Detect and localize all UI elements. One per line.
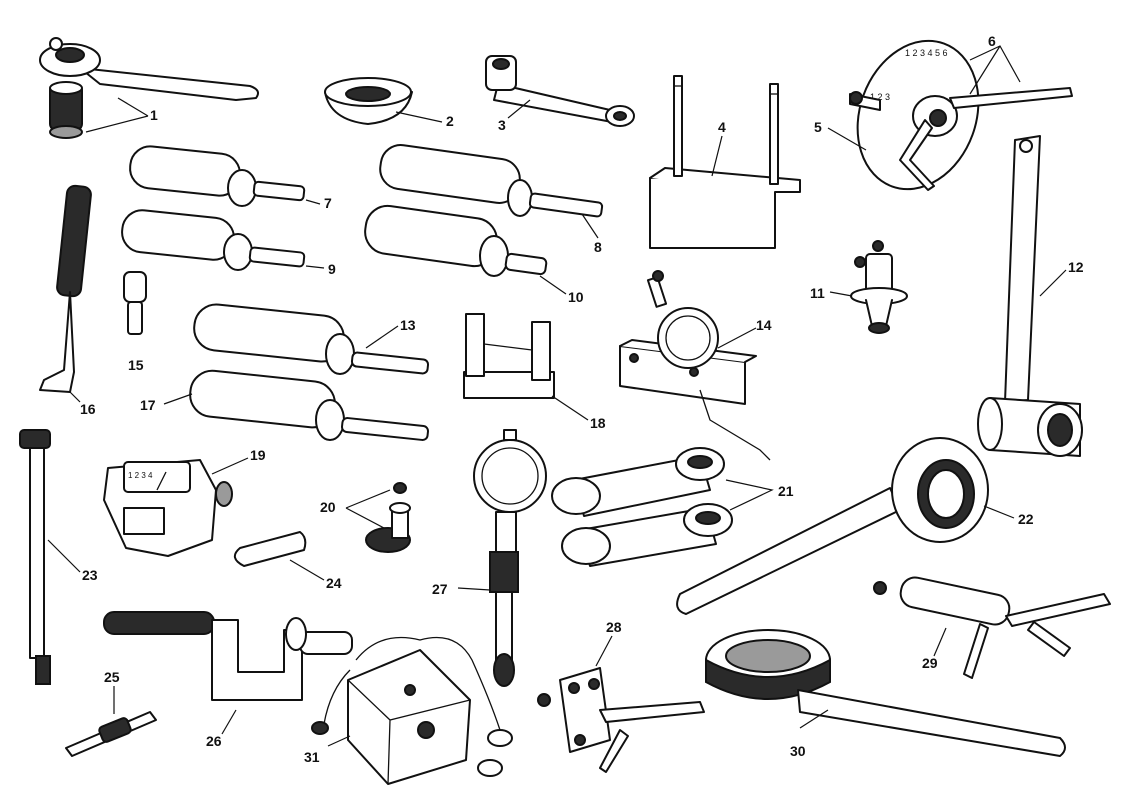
tool-20-adjuster bbox=[365, 482, 411, 553]
label-18: 18 bbox=[590, 415, 606, 431]
label-29: 29 bbox=[922, 655, 938, 671]
tool-28-locking-tool bbox=[537, 667, 705, 773]
label-12: 12 bbox=[1068, 259, 1084, 275]
label-11: 11 bbox=[810, 285, 825, 301]
tool-11-adapter bbox=[850, 240, 908, 334]
label-6: 6 bbox=[988, 33, 996, 49]
tool-12-long-spanner bbox=[977, 135, 1083, 457]
label-3: 3 bbox=[498, 117, 506, 133]
label-25: 25 bbox=[104, 669, 120, 685]
tool-2-cup-puller bbox=[324, 77, 413, 125]
label-26: 26 bbox=[206, 733, 222, 749]
label-16: 16 bbox=[80, 401, 96, 417]
tool-13-bearing-driver bbox=[193, 303, 430, 375]
svg-text:1 2 3 4 5 6: 1 2 3 4 5 6 bbox=[905, 48, 948, 58]
label-4: 4 bbox=[718, 119, 726, 135]
label-27: 27 bbox=[432, 581, 448, 597]
label-2: 2 bbox=[446, 113, 454, 129]
tool-15-pin bbox=[123, 271, 147, 335]
label-9: 9 bbox=[328, 261, 336, 277]
tool-16-lever bbox=[39, 184, 92, 393]
tool-1-ratchet-wrench bbox=[39, 37, 259, 139]
label-10: 10 bbox=[568, 289, 584, 305]
tool-3-small-wrench bbox=[485, 55, 635, 127]
label-7: 7 bbox=[324, 195, 332, 211]
tool-14-dial-gauge-bar bbox=[619, 270, 771, 461]
label-20: 20 bbox=[320, 499, 336, 515]
label-8: 8 bbox=[594, 239, 602, 255]
tool-23-threaded-rod bbox=[19, 429, 51, 685]
tool-8-long-driver bbox=[379, 144, 604, 218]
label-1: 1 bbox=[150, 107, 158, 123]
tool-10-bearing-driver bbox=[364, 204, 548, 277]
label-14: 14 bbox=[756, 317, 772, 333]
tool-4-stand-block bbox=[649, 75, 801, 249]
label-30: 30 bbox=[790, 743, 806, 759]
svg-text:1 2 3 4: 1 2 3 4 bbox=[128, 471, 153, 480]
label-19: 19 bbox=[250, 447, 266, 463]
tool-31-test-box bbox=[311, 636, 513, 785]
tool-21-holding-arms bbox=[551, 447, 733, 567]
label-13: 13 bbox=[400, 317, 416, 333]
svg-text:1 2 3: 1 2 3 bbox=[870, 92, 890, 102]
tool-9-drift-punch bbox=[121, 209, 306, 271]
label-31: 31 bbox=[304, 749, 320, 765]
tool-24-bullet-pin bbox=[233, 531, 307, 567]
label-17: 17 bbox=[140, 397, 156, 413]
tool-18-fork-plate bbox=[463, 313, 555, 399]
label-23: 23 bbox=[82, 567, 98, 583]
tool-25-pin-driver bbox=[65, 711, 157, 757]
label-24: 24 bbox=[326, 575, 342, 591]
tool-7-drift-punch bbox=[129, 145, 306, 207]
tool-27-bore-gauge bbox=[473, 429, 547, 687]
label-28: 28 bbox=[606, 619, 622, 635]
label-5: 5 bbox=[814, 119, 822, 135]
tool-17-bearing-driver bbox=[189, 369, 430, 441]
tool-6-crank-handle bbox=[899, 87, 1073, 191]
tool-26-press-clamp bbox=[103, 611, 353, 701]
label-21: 21 bbox=[778, 483, 794, 499]
tool-19-meter: 1 2 3 4 bbox=[103, 459, 233, 557]
label-22: 22 bbox=[1018, 511, 1034, 527]
label-15: 15 bbox=[128, 357, 144, 373]
tool-22-ring-spanner bbox=[676, 437, 989, 615]
tool-29-puller bbox=[873, 576, 1111, 679]
tool-30-pin-spanner bbox=[705, 629, 1066, 757]
